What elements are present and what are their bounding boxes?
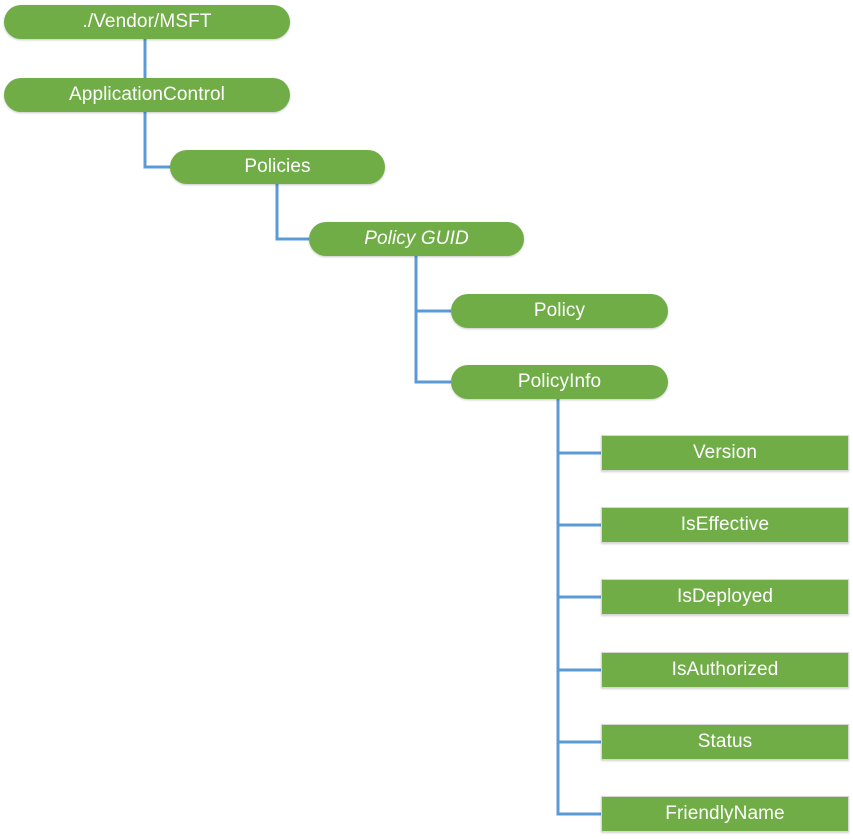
- connector-policies-to-policyguid: [275, 184, 309, 241]
- node-label-policies: Policies: [244, 155, 311, 177]
- node-is-effective[interactable]: IsEffective: [601, 507, 849, 543]
- node-is-authorized[interactable]: IsAuthorized: [601, 652, 849, 688]
- node-label-policy-info: PolicyInfo: [517, 370, 602, 392]
- connector-policyinfo-to-version: [556, 399, 601, 455]
- node-version[interactable]: Version: [601, 435, 849, 471]
- connector-policyinfo-to-isdeployed: [556, 399, 601, 599]
- node-label-is-deployed: IsDeployed: [676, 585, 774, 607]
- node-policies[interactable]: Policies: [170, 150, 385, 184]
- node-label-vendor-msft: ./Vendor/MSFT: [82, 10, 212, 32]
- connector-appcontrol-to-policies: [143, 112, 170, 169]
- connector-policyinfo-to-friendlyname: [556, 399, 601, 816]
- node-vendor-msft[interactable]: ./Vendor/MSFT: [4, 5, 290, 39]
- connector-policyinfo-to-iseffective: [556, 399, 601, 527]
- node-label-application-control: ApplicationControl: [69, 83, 225, 105]
- node-policy-guid[interactable]: Policy GUID: [309, 222, 524, 256]
- node-label-friendly-name: FriendlyName: [665, 802, 785, 824]
- node-label-is-authorized: IsAuthorized: [671, 658, 779, 680]
- node-label-is-effective: IsEffective: [680, 513, 770, 535]
- node-label-policy-guid: Policy GUID: [364, 227, 469, 249]
- node-application-control[interactable]: ApplicationControl: [4, 78, 290, 112]
- connector-policyguid-to-policy: [414, 256, 451, 313]
- connector-policyinfo-to-isauthorized: [556, 399, 601, 672]
- node-is-deployed[interactable]: IsDeployed: [601, 579, 849, 615]
- node-label-version: Version: [692, 441, 758, 463]
- node-policy[interactable]: Policy: [451, 294, 668, 328]
- node-status[interactable]: Status: [601, 724, 849, 760]
- node-friendly-name[interactable]: FriendlyName: [601, 796, 849, 832]
- connector-policyinfo-to-status: [556, 399, 601, 744]
- node-policy-info[interactable]: PolicyInfo: [451, 365, 668, 399]
- node-label-status: Status: [697, 730, 753, 752]
- connector-policyguid-to-policyinfo: [414, 256, 451, 384]
- node-label-policy: Policy: [533, 299, 586, 321]
